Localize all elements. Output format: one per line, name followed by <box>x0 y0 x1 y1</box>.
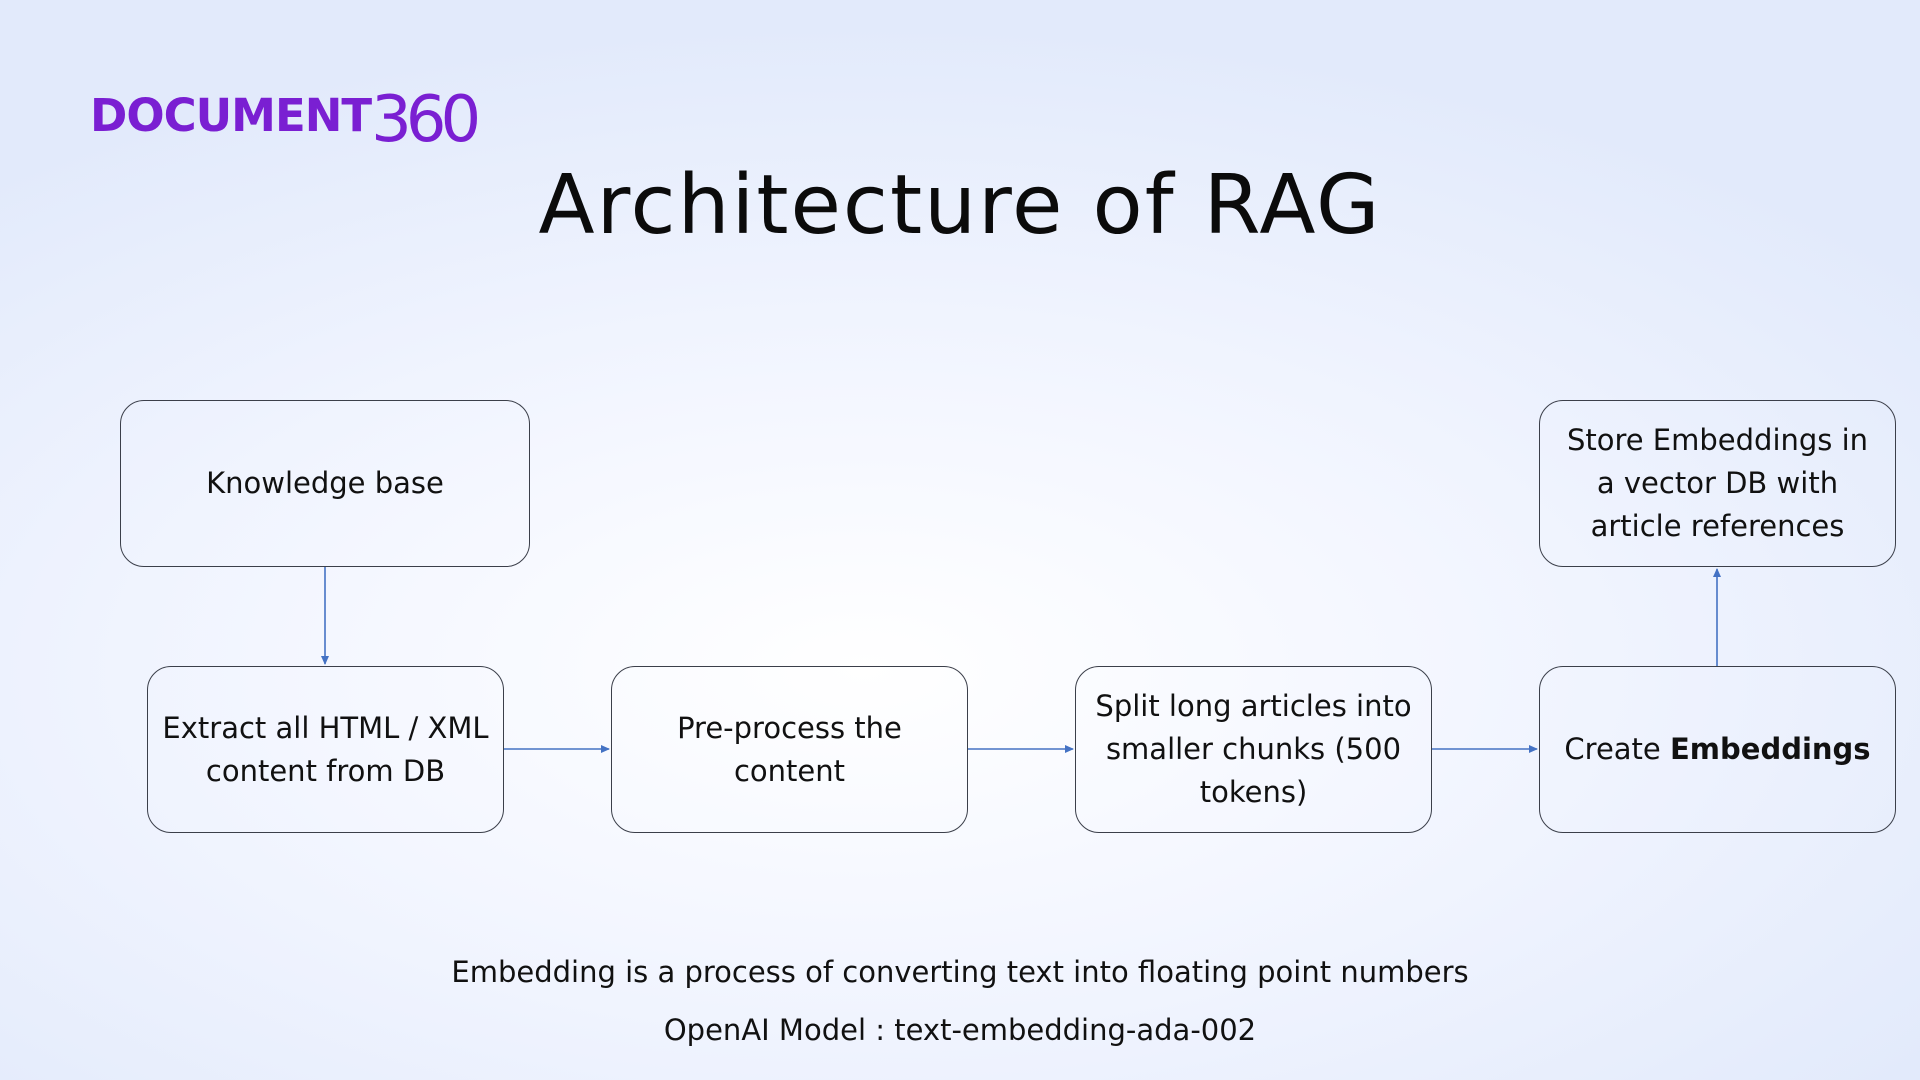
extract-content-box: Extract all HTML / XML content from DB <box>147 666 504 833</box>
create-embeddings-label: Create Embeddings <box>1564 728 1870 771</box>
preprocess-label: Pre-process the content <box>677 710 902 788</box>
create-embeddings-prefix: Create <box>1564 732 1670 766</box>
openai-model-caption: OpenAI Model : text-embedding-ada-002 <box>663 1013 1257 1047</box>
embedding-description: Embedding is a process of converting tex… <box>451 955 1469 989</box>
preprocess-box: Pre-process the content <box>611 666 968 833</box>
split-chunks-label: Split long articles into smaller chunks … <box>1095 689 1412 809</box>
page-title: Architecture of RAG <box>538 158 1382 253</box>
create-embeddings-box: Create Embeddings <box>1539 666 1896 833</box>
logo-number: 360 <box>371 83 481 157</box>
store-embeddings-label: Store Embeddings in a vector DB with art… <box>1566 423 1869 543</box>
knowledge-base-box: Knowledge base <box>120 400 530 567</box>
create-embeddings-bold: Embeddings <box>1669 732 1871 766</box>
logo-wordmark: DOCUMENT <box>90 89 372 142</box>
document360-logo: DOCUMENT 360 <box>90 82 481 157</box>
store-embeddings-box: Store Embeddings in a vector DB with art… <box>1539 400 1896 567</box>
knowledge-base-label: Knowledge base <box>206 466 444 500</box>
extract-content-label: Extract all HTML / XML content from DB <box>162 710 489 788</box>
split-chunks-box: Split long articles into smaller chunks … <box>1075 666 1432 833</box>
